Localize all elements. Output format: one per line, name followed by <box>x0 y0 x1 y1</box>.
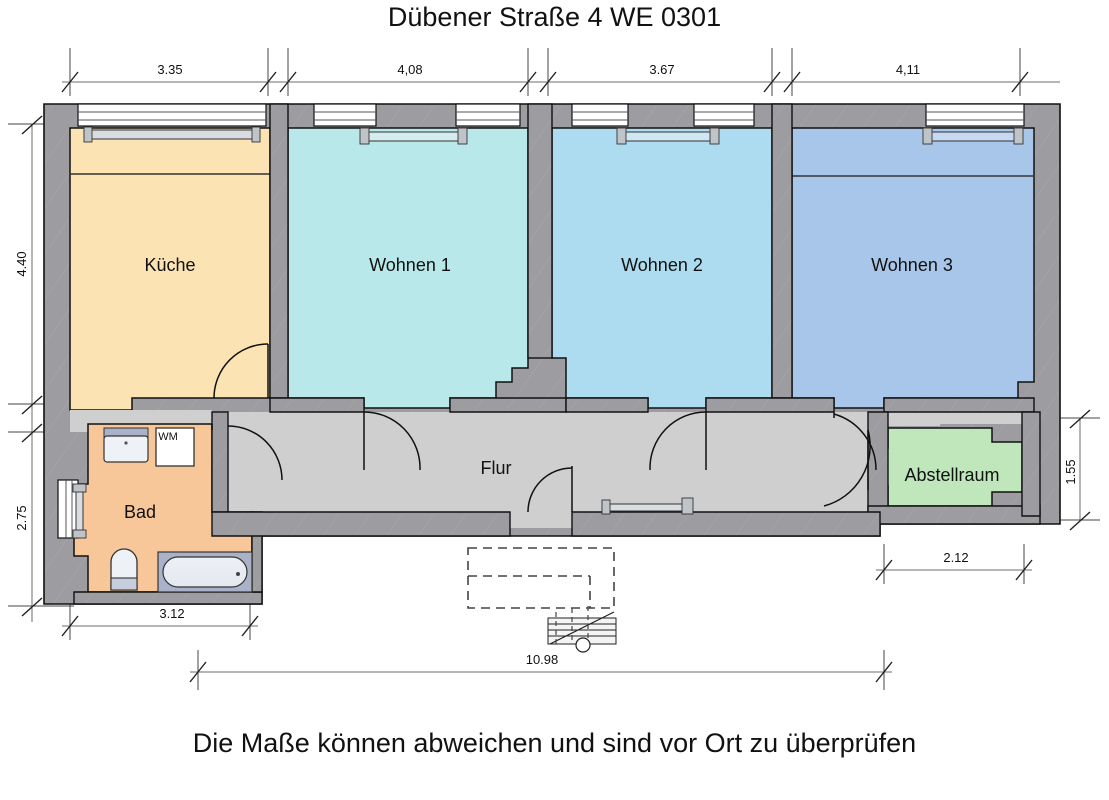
dimension-labels: 3.35 4,08 3.67 4,11 4.40 2.75 1.55 3.12 … <box>14 62 1078 667</box>
door-kueche <box>213 343 269 399</box>
window-bad <box>57 479 79 539</box>
radiator-wohnen2 <box>616 127 720 145</box>
radiator-wohnen3 <box>922 127 1024 145</box>
door-wohnen2 <box>649 411 707 471</box>
dim-top-1: 3.35 <box>157 62 182 77</box>
window-wohnen2 <box>571 103 755 127</box>
dim-top-2: 4,08 <box>397 62 422 77</box>
wm-label: WM <box>158 431 178 443</box>
dim-bottom-left: 3.12 <box>159 606 184 621</box>
room-label-flur: Flur <box>481 458 512 478</box>
room-label-kueche: Küche <box>144 255 195 275</box>
radiators <box>72 126 1024 539</box>
interior-walls <box>73 103 1041 605</box>
dim-bottom-overall: 10.98 <box>526 652 559 667</box>
toilet-icon <box>110 548 138 591</box>
door-entrance <box>527 466 573 513</box>
windows <box>57 103 1025 539</box>
washing-machine-icon: WM <box>155 427 195 467</box>
door-abstellraum <box>823 429 871 507</box>
window-wohnen3 <box>925 103 1025 127</box>
dim-left-1: 4.40 <box>14 251 29 276</box>
dim-bottom-right: 2.12 <box>943 550 968 565</box>
room-wohnen1[interactable]: Wohnen 1 <box>287 127 529 409</box>
stair-symbol <box>547 606 617 653</box>
door-wohnen3 <box>833 412 877 471</box>
room-label-bad: Bad <box>124 502 156 522</box>
page-title: Dübener Straße 4 WE 0301 <box>387 2 722 32</box>
bath-fixtures: WM <box>103 427 253 593</box>
window-wohnen1 <box>313 103 521 127</box>
room-flur[interactable]: Flur <box>70 410 1034 528</box>
room-wohnen3[interactable]: Wohnen 3 <box>791 127 1035 409</box>
room-label-wohnen1: Wohnen 1 <box>369 255 451 275</box>
window-kueche <box>77 103 267 127</box>
radiator-flur <box>601 497 694 515</box>
room-kueche[interactable]: Küche <box>69 127 271 411</box>
dim-top-4: 4,11 <box>896 62 920 77</box>
doors <box>211 343 877 513</box>
page-caption: Die Maße können abweichen und sind vor O… <box>192 728 917 758</box>
room-wohnen2[interactable]: Wohnen 2 <box>551 127 773 409</box>
sink-icon <box>103 427 149 463</box>
room-label-wohnen2: Wohnen 2 <box>621 255 703 275</box>
room-label-abstellraum: Abstellraum <box>904 465 999 485</box>
room-abstellraum[interactable]: Abstellraum <box>877 427 1023 507</box>
dim-right-1: 1.55 <box>1063 459 1078 484</box>
door-wohnen1 <box>363 411 421 471</box>
door-bad <box>211 424 283 481</box>
dim-top-3: 3.67 <box>649 62 674 77</box>
radiator-bad <box>72 483 87 539</box>
radiator-kueche <box>83 126 261 143</box>
bathtub-icon <box>157 551 253 593</box>
stairwell-outline <box>467 547 615 609</box>
dim-left-2: 2.75 <box>14 505 29 530</box>
room-label-wohnen3: Wohnen 3 <box>871 255 953 275</box>
radiator-wohnen1 <box>359 127 468 145</box>
